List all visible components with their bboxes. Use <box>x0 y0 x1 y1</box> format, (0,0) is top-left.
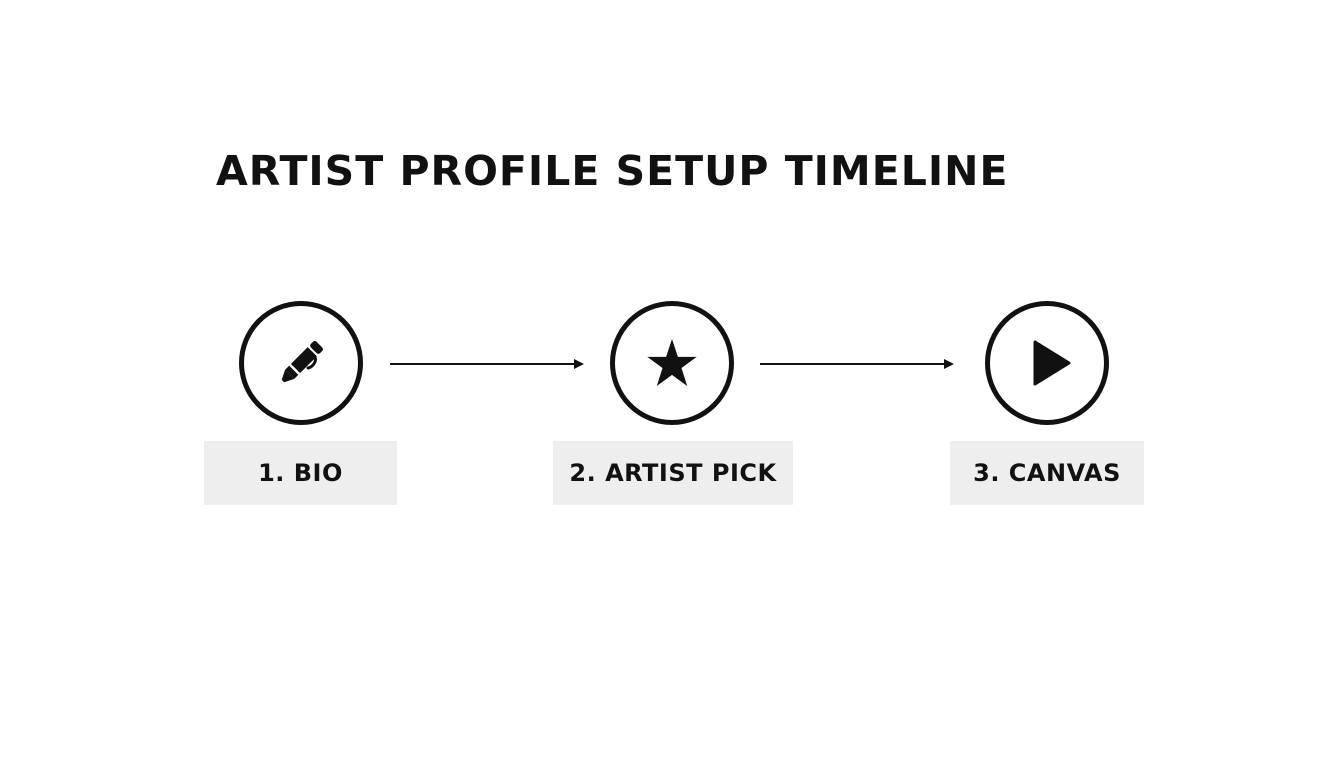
arrow-connector-1 <box>390 359 584 369</box>
step-2-label: 2. ARTIST PICK <box>553 441 793 505</box>
star-icon <box>647 339 697 386</box>
step-1-label: 1. BIO <box>204 441 397 505</box>
step-3-circle <box>985 301 1109 425</box>
step-1-circle <box>239 301 363 425</box>
arrow-connector-2 <box>760 359 954 369</box>
step-2-circle <box>610 301 734 425</box>
play-icon <box>1033 340 1071 386</box>
pencil-icon <box>280 341 323 384</box>
page-title: ARTIST PROFILE SETUP TIMELINE <box>216 147 1009 195</box>
step-3-label: 3. CANVAS <box>950 441 1144 505</box>
